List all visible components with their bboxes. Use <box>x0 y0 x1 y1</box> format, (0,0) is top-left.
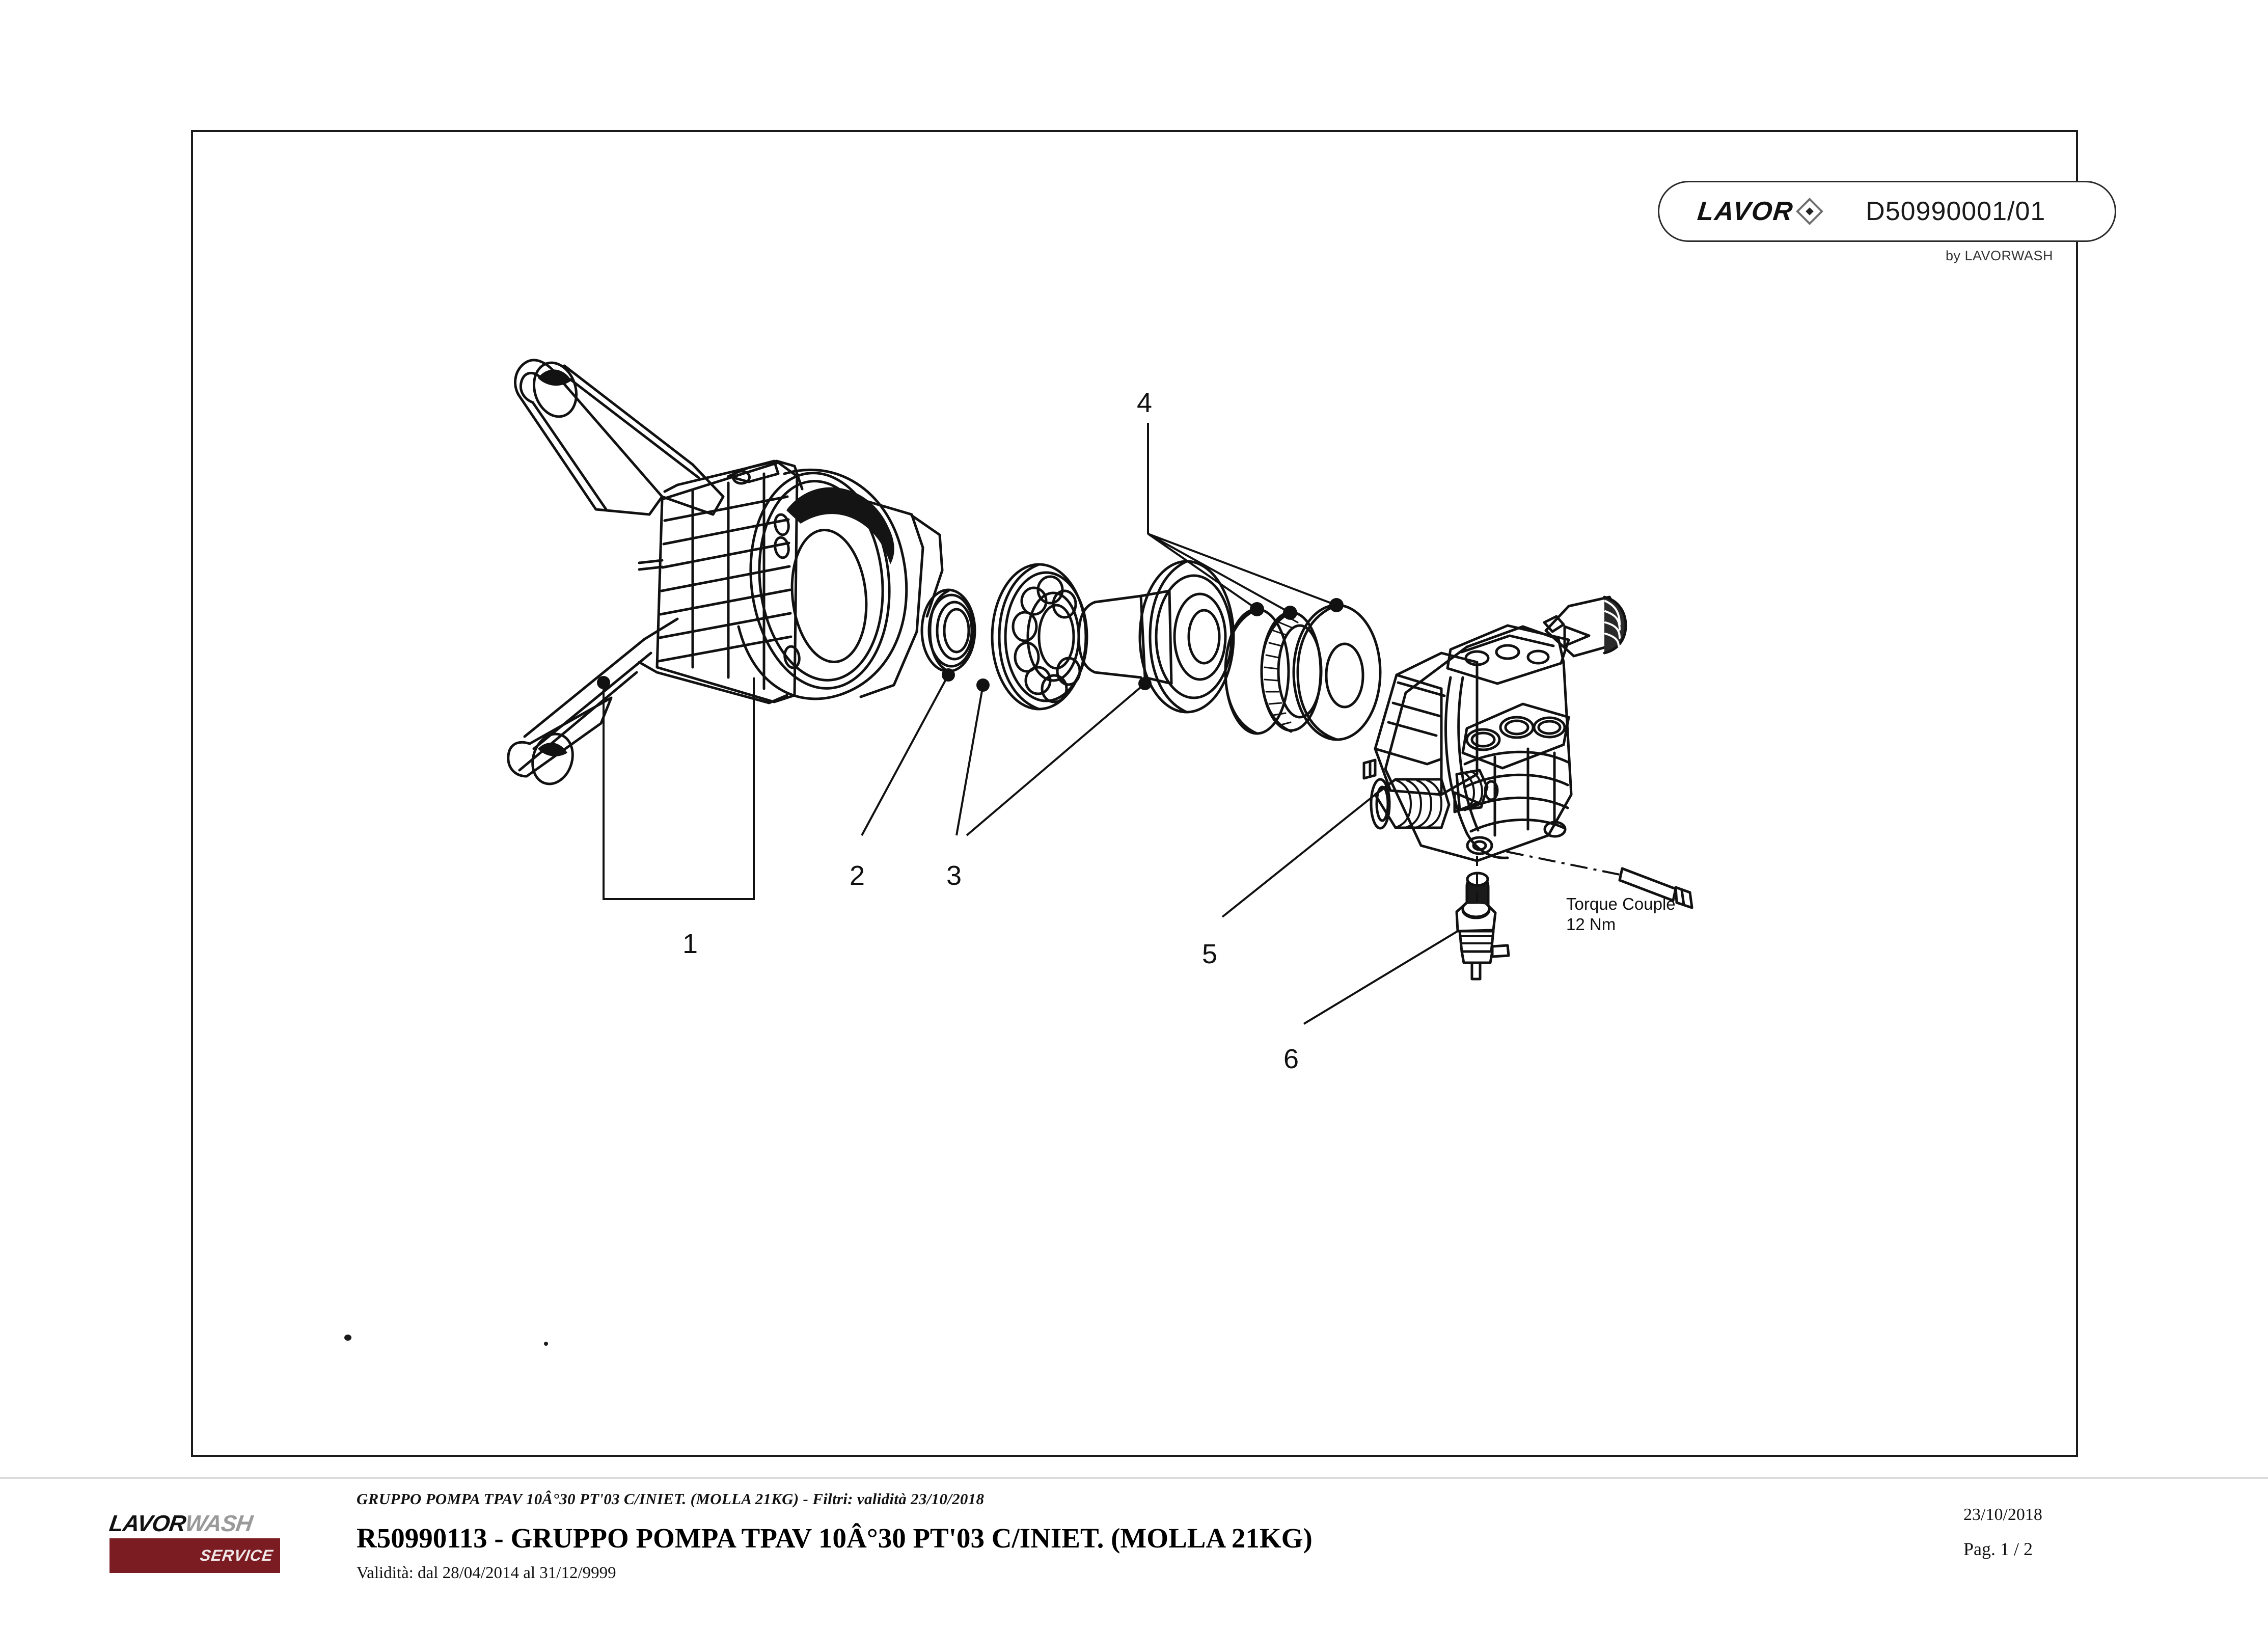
footer-subtitle: GRUPPO POMPA TPAV 10Â°30 PT'03 C/INIET. … <box>357 1490 985 1508</box>
leader-part-6 <box>1303 930 1459 1025</box>
leader-part-3 <box>955 678 990 836</box>
service-logo-wash: WASH <box>183 1510 254 1536</box>
drawing-frame <box>191 130 2078 1457</box>
footer-divider <box>0 1477 2268 1479</box>
lavorwash-service-logo: LAVOR WASH SERVICE <box>107 1510 280 1579</box>
shaft-seal-ring <box>920 588 976 673</box>
scan-speck <box>344 1335 351 1341</box>
pump-outlet-port <box>1543 595 1627 658</box>
drawing-code-text: D50990001/01 <box>1866 197 2046 226</box>
leader-part-4 <box>1147 423 1337 614</box>
callout-4: 4 <box>1137 388 1153 418</box>
pump-inlet-port <box>1370 769 1499 830</box>
footer-date: 23/10/2018 <box>1963 1505 2042 1524</box>
pump-head-body <box>1362 595 1627 862</box>
leader-part-3-alt <box>966 677 1152 836</box>
leader-part-5 <box>1221 794 1376 918</box>
service-logo-lavor: LAVOR <box>107 1510 187 1536</box>
torque-bolt <box>1618 867 1693 909</box>
drawing-code-badge: LAVOR D50990001/01 <box>1658 181 2116 242</box>
ball-bearing <box>991 563 1088 711</box>
service-logo-text: SERVICE <box>199 1546 275 1564</box>
leader-torque <box>1506 851 1623 876</box>
footer-validity: Validità: dal 28/04/2014 al 31/12/9999 <box>357 1564 616 1582</box>
brand-subtitle: by LAVORWASH <box>1946 248 2054 263</box>
footer-page-number: Pag. 1 / 2 <box>1963 1539 2033 1559</box>
callout-3: 3 <box>946 860 962 891</box>
callout-1: 1 <box>682 929 698 959</box>
footer-title: R50990113 - GRUPPO POMPA TPAV 10Â°30 PT'… <box>357 1523 1313 1554</box>
leader-part-2 <box>861 668 955 836</box>
torque-couple-note: Torque Couple 12 Nm <box>1566 894 1676 934</box>
callout-5: 5 <box>1202 939 1218 969</box>
leader-part-1 <box>597 676 755 900</box>
shaft-spacer-sleeve <box>1077 594 1142 679</box>
service-logo-bar: SERVICE <box>110 1538 280 1573</box>
scan-speck <box>544 1342 548 1346</box>
callout-2: 2 <box>850 860 865 891</box>
motor-flange-bracket <box>507 359 944 785</box>
wobble-plate-washer-stack <box>1224 598 1382 741</box>
injector-valve-fitting <box>1455 872 1510 981</box>
callout-6: 6 <box>1283 1044 1299 1074</box>
